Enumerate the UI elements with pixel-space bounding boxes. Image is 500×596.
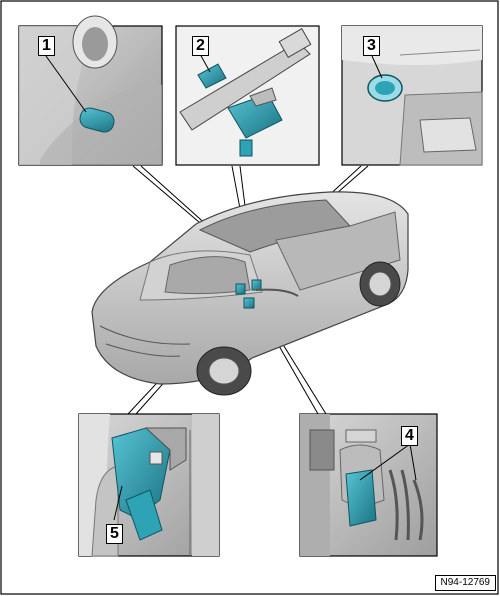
callout-leaders [45, 53, 383, 113]
component-4-highlight [345, 469, 377, 527]
callout-label-2: 2 [192, 36, 209, 56]
detail-panel-5 [78, 413, 220, 557]
callout-label-3: 3 [363, 36, 380, 56]
callout-label-4: 4 [401, 426, 418, 446]
detail-panel-1 [18, 15, 163, 166]
component-1-highlight [79, 107, 115, 133]
figure-identifier: N94-12769 [434, 575, 496, 591]
vehicle-illustration [91, 191, 409, 396]
callout-label-1: 1 [38, 36, 55, 56]
callout-label-5: 5 [106, 524, 123, 544]
